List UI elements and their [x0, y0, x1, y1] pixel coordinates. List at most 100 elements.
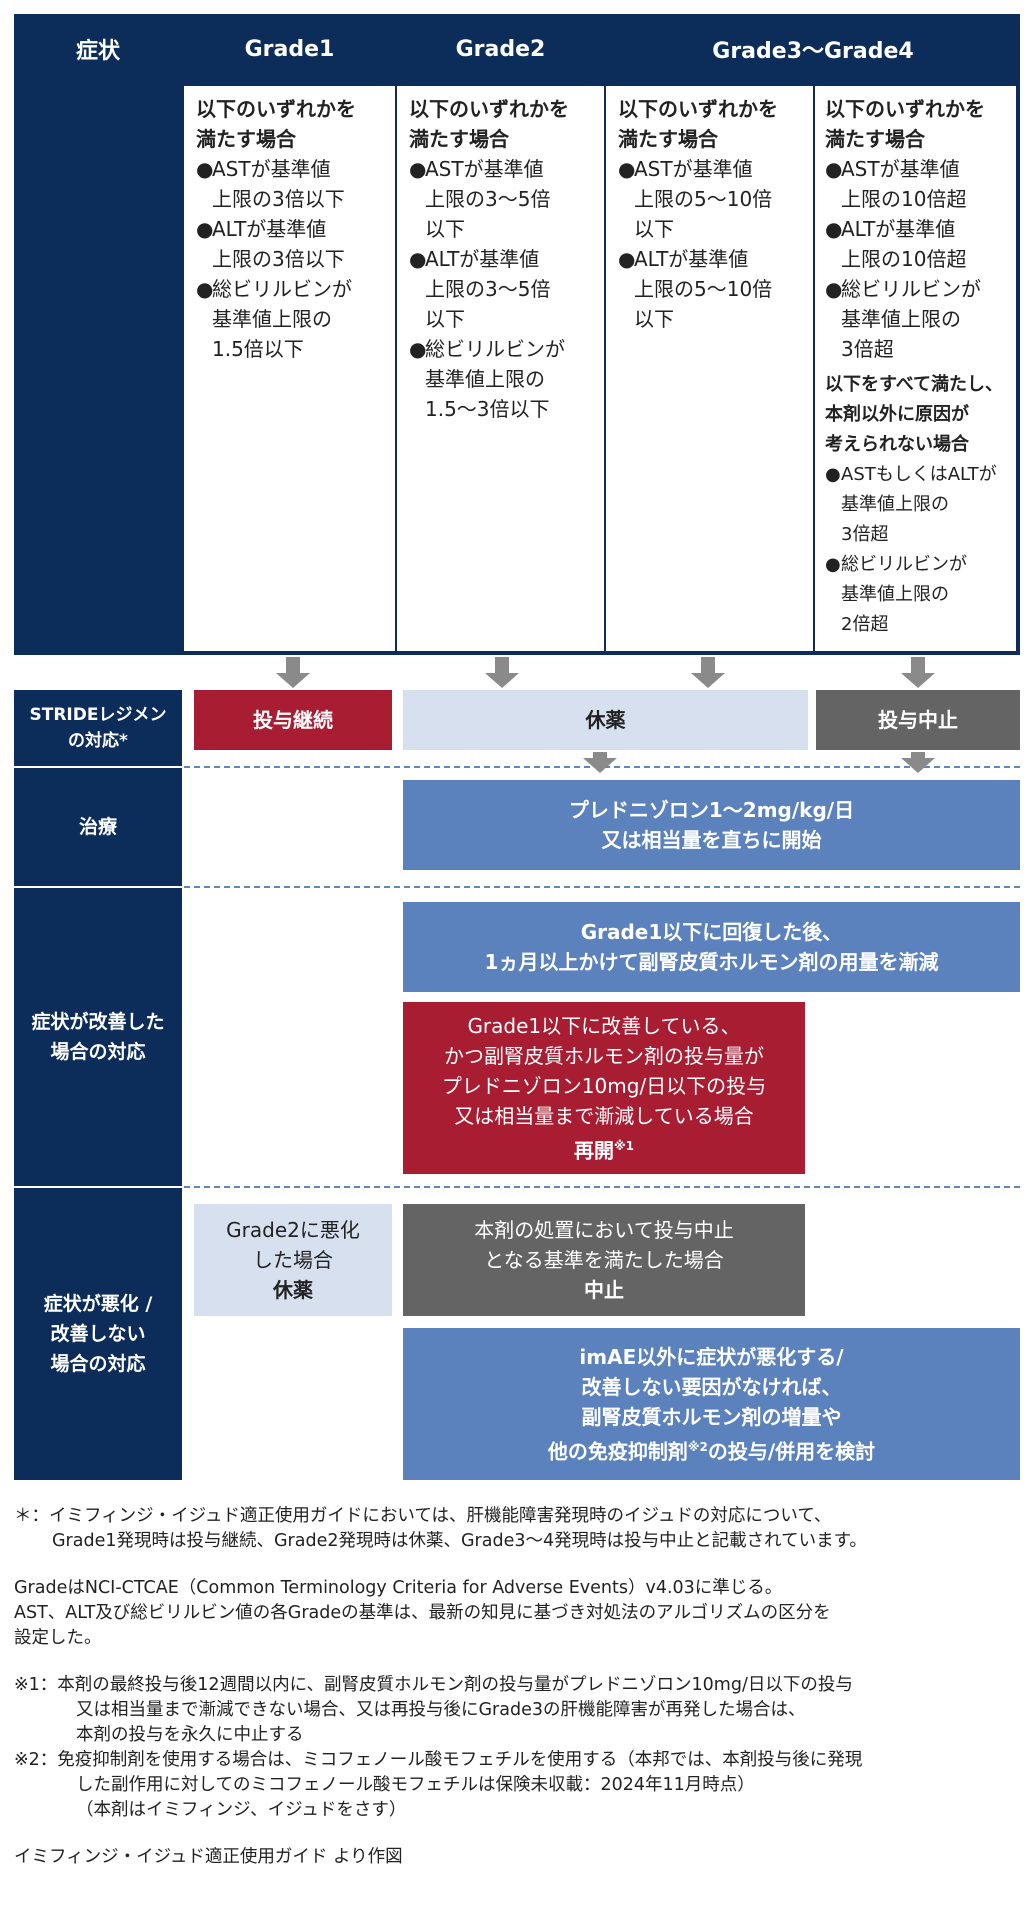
item-line: ASTが基準値 — [212, 157, 331, 181]
item-line: 2倍超 — [841, 614, 889, 635]
box-line: 改善しない要因がなければ、 — [581, 1374, 842, 1399]
box-line: 又は相当量まで漸減している場合 — [454, 1103, 754, 1128]
lead-line: 満たす場合 — [618, 127, 718, 151]
steroid-start-box: プレドニゾロン1～2mg/kg/日又は相当量を直ちに開始 — [403, 780, 1020, 870]
item-line: 上限の5～10倍 — [634, 277, 773, 301]
box-line: プレドニゾロン1～2mg/kg/日 — [568, 798, 855, 822]
item-line: 以下 — [425, 307, 465, 331]
footnote-1: ※1：本剤の最終投与後12週間以内に、副腎皮質ホルモン剤の投与量がプレドニゾロン… — [14, 1673, 1020, 1748]
item-line: 1.5～3倍以下 — [425, 397, 550, 421]
header-grade2: Grade2 — [397, 14, 604, 84]
note-line: AST、ALT及び総ビリルビン値の各Gradeの基準は、最新の知見に基づき対処法… — [14, 1603, 831, 1623]
criteria-item: ● ASTが基準値 上限の3倍以下 — [196, 154, 385, 214]
box-line: かつ副腎皮質ホルモン剤の投与量が — [444, 1043, 764, 1068]
criteria-item: ● ASTが基準値 上限の10倍超 — [825, 154, 1012, 214]
grade3-criteria: 以下のいずれかを 満たす場合 ● ASTが基準値 上限の5～10倍 以下 ● A… — [606, 86, 813, 651]
steroid-taper-box: Grade1以下に回復した後、1ヵ月以上かけて副腎皮質ホルモン剤の用量を漸減 — [403, 902, 1020, 992]
box-line: Grade1以下に改善している、 — [467, 1013, 741, 1038]
lead-line: 満たす場合 — [196, 127, 296, 151]
star-note: ＊：イミフィンジ・イジュド適正使用ガイドにおいては、肝機能障害発現時のイジュドの… — [14, 1504, 1020, 1554]
bullet-icon: ● — [825, 217, 843, 241]
criteria-item: ● ALTが基準値 上限の3～5倍 以下 — [409, 244, 594, 334]
box-line: 他の免疫抑制剤※2の投与/併用を検討 — [548, 1432, 875, 1467]
item-line: ASTが基準値 — [425, 157, 544, 181]
bullet-icon: ● — [196, 277, 214, 301]
lead-line: 以下のいずれかを — [825, 97, 985, 121]
box-line: 本剤の処置において投与中止 — [474, 1218, 734, 1242]
note-line: 設定した。 — [14, 1628, 102, 1648]
item-line: 上限の10倍超 — [841, 187, 967, 211]
stride-label: STRIDEレジメンの対応* — [14, 690, 182, 766]
item-line: ALTが基準値 — [841, 217, 956, 241]
box-bold: 休薬 — [272, 1278, 313, 1302]
pause-dosing-box: 休薬 — [403, 690, 808, 750]
grade-note: GradeはNCI-CTCAE（Common Terminology Crite… — [14, 1576, 1020, 1651]
box-line: Grade2に悪化 — [226, 1218, 360, 1242]
note-line: ＊：イミフィンジ・イジュド適正使用ガイドにおいては、肝機能障害発現時のイジュドの… — [14, 1506, 832, 1526]
box-line: した場合 — [252, 1248, 333, 1272]
bullet-icon: ● — [825, 277, 843, 301]
criteria-item: ● 総ビリルビンが 基準値上限の 2倍超 — [825, 550, 1012, 640]
item-line: ASTもしくはALTが — [841, 464, 997, 485]
item-line: 総ビリルビンが — [841, 554, 967, 575]
bullet-icon: ● — [825, 157, 843, 181]
note-line: 又は相当量まで漸減できない場合、又は再投与後にGrade3の肝機能障害が再発した… — [76, 1700, 806, 1720]
box-text: の投与/併用を検討 — [707, 1439, 876, 1464]
box-line: imAE以外に症状が悪化する/ — [579, 1344, 844, 1369]
escalation-box: imAE以外に症状が悪化する/ 改善しない要因がなければ、 副腎皮質ホルモン剤の… — [403, 1328, 1020, 1480]
item-line: ALTが基準値 — [634, 247, 749, 271]
worsened-label: 症状が悪化 /改善しない場合の対応 — [14, 1188, 182, 1480]
bullet-icon: ● — [618, 247, 636, 271]
lead-line: 以下のいずれかを — [196, 97, 356, 121]
item-line: ASTが基準値 — [841, 157, 960, 181]
row-divider — [184, 886, 1020, 888]
label-line: の対応* — [68, 731, 128, 751]
box-text: 他の免疫抑制剤 — [547, 1439, 688, 1464]
grade2-criteria: 以下のいずれかを 満たす場合 ● ASTが基準値 上限の3～5倍 以下 ● AL… — [397, 86, 604, 651]
item-line: ALTが基準値 — [212, 217, 327, 241]
lead-line: 満たす場合 — [825, 127, 925, 151]
grade2-worsen-box: Grade2に悪化 した場合 休薬 — [194, 1204, 392, 1316]
item-line: 総ビリルビンが — [425, 337, 565, 361]
lead-line: 以下をすべて満たし、 — [825, 374, 1004, 395]
grade3-lead: 以下のいずれかを 満たす場合 — [618, 94, 803, 154]
bullet-icon: ● — [409, 247, 427, 271]
label-line: 症状が悪化 / — [43, 1293, 153, 1315]
box-line: 又は相当量を直ちに開始 — [601, 828, 822, 852]
label-line: 症状が改善した — [31, 1011, 165, 1033]
item-line: 基準値上限の — [425, 367, 545, 391]
item-line: 以下 — [634, 217, 674, 241]
criteria-item: ● ALTが基準値 上限の5～10倍 以下 — [618, 244, 803, 334]
item-line: 以下 — [634, 307, 674, 331]
header-grade3-4: Grade3～Grade4 — [606, 14, 1020, 84]
lead-line: 以下のいずれかを — [618, 97, 778, 121]
bullet-icon: ● — [196, 157, 214, 181]
bullet-icon: ● — [409, 337, 427, 361]
bullet-icon: ● — [825, 554, 841, 575]
item-line: 上限の3倍以下 — [212, 187, 345, 211]
bullet-icon: ● — [196, 217, 214, 241]
lead-line: 考えられない場合 — [825, 434, 969, 455]
grade1-criteria: 以下のいずれかを 満たす場合 ● ASTが基準値 上限の3倍以下 ● ALTが基… — [184, 86, 395, 651]
note-line: Grade1発現時は投与継続、Grade2発現時は休薬、Grade3～4発現時は… — [52, 1531, 867, 1551]
footnote-ref: ※1 — [613, 1138, 634, 1153]
header-symptom: 症状 — [14, 14, 182, 84]
item-line: ASTが基準値 — [634, 157, 753, 181]
label-line: 場合の対応 — [50, 1353, 146, 1375]
continue-dosing-box: 投与継続 — [194, 690, 392, 750]
stop-criteria-box: 本剤の処置において投与中止 となる基準を満たした場合 中止 — [403, 1204, 805, 1316]
resume-label: 再開※1 — [442, 1131, 766, 1166]
grade4-lead2: 以下をすべて満たし、 本剤以外に原因が 考えられない場合 — [825, 370, 1012, 460]
lead-line: 本剤以外に原因が — [825, 404, 969, 425]
item-line: 3倍超 — [841, 524, 889, 545]
item-line: 1.5倍以下 — [212, 337, 304, 361]
criteria-item: ● ALTが基準値 上限の3倍以下 — [196, 214, 385, 274]
label-line: 場合の対応 — [50, 1041, 146, 1063]
footnotes: ＊：イミフィンジ・イジュド適正使用ガイドにおいては、肝機能障害発現時のイジュドの… — [14, 1504, 1020, 1870]
resume-bold: 再開 — [573, 1138, 614, 1163]
row-divider — [184, 1186, 1020, 1188]
criteria-item: ● 総ビリルビンが 基準値上限の 3倍超 — [825, 274, 1012, 364]
grade2-lead: 以下のいずれかを 満たす場合 — [409, 94, 594, 154]
bullet-icon: ● — [618, 157, 636, 181]
source-note: イミフィンジ・イジュド適正使用ガイド より作図 — [14, 1847, 403, 1867]
